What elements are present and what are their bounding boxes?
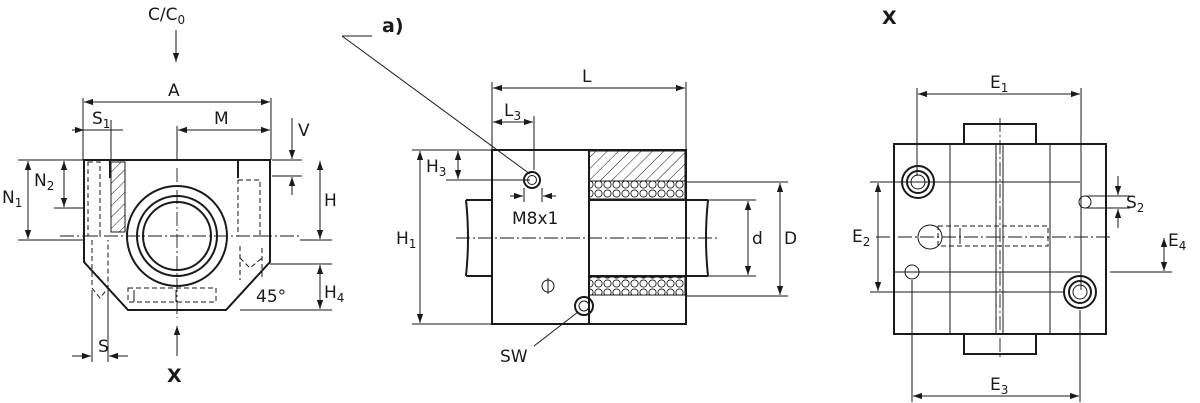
dim-H4-label: H4 [324, 283, 344, 305]
dim-S2-label: S2 [1126, 193, 1144, 215]
hatched-wall [110, 161, 126, 233]
dim-E3-label: E3 [990, 375, 1008, 397]
lower-ball-rows [588, 276, 686, 296]
dim-N1-label: N1 [2, 188, 22, 210]
dim-H-label: H [324, 191, 337, 211]
leader-a-diagonal [341, 35, 531, 175]
dim-A-label: A [168, 81, 180, 101]
thread-label: M8x1 [512, 209, 558, 229]
bottom-screw [127, 287, 217, 303]
section-view: a) L L3 H3 H1 [341, 15, 797, 367]
lube-port [523, 171, 541, 189]
dim-H3-label: H3 [426, 157, 446, 179]
dim-D-label: D [784, 229, 797, 249]
view-title-label: X [882, 7, 897, 29]
dim-S-label: S [98, 337, 109, 357]
screw-hole-left [87, 161, 101, 237]
note-a-label: a) [382, 15, 404, 37]
dim-E2-label: E2 [852, 227, 870, 249]
end-view: C/C0 A S1 M V H H4 N1 [2, 5, 344, 387]
dim-L3-label: L3 [504, 101, 521, 123]
angle-label: 45° [256, 287, 286, 307]
bottom-view-x: X E1 E2 [852, 7, 1186, 402]
dim-E4-label: E4 [1168, 231, 1186, 253]
sw-leader [533, 311, 579, 347]
load-label: C/C0 [148, 5, 185, 27]
sw-label: SW [500, 347, 528, 367]
socket-screw [574, 296, 594, 316]
dim-H1-label: H1 [396, 229, 416, 251]
dim-E1-label: E1 [990, 73, 1008, 95]
dim-d-label: d [752, 229, 763, 249]
shaft-bottom-stub [963, 334, 1037, 355]
housing-outline [83, 159, 271, 311]
bottom-screw-hidden [937, 225, 1049, 247]
view-marker-label: X [167, 365, 182, 387]
dim-N2-label: N2 [34, 171, 54, 193]
dim-S1-label: S1 [92, 109, 110, 131]
upper-hatched-section [588, 150, 686, 182]
upper-ball-rows [588, 180, 686, 200]
dim-L-label: L [582, 67, 592, 87]
dim-M-label: M [214, 109, 229, 129]
dim-V-label: V [298, 121, 310, 141]
